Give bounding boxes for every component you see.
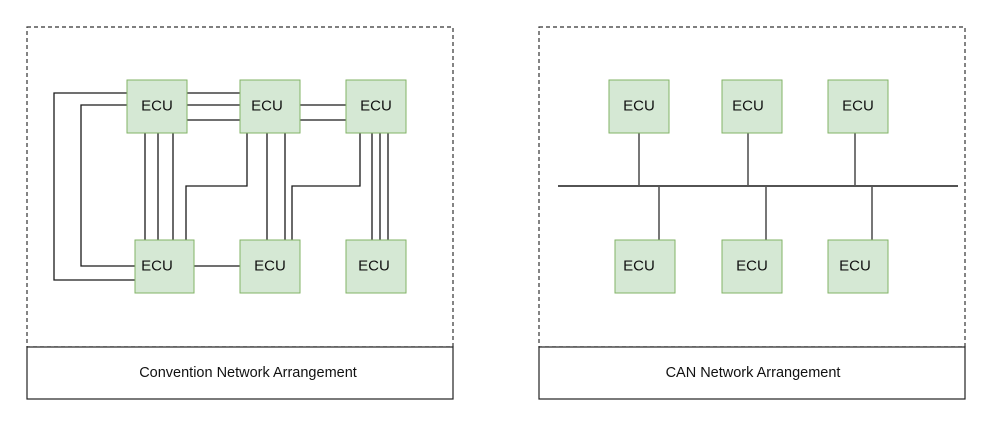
point-to-point-wiring	[53, 92, 389, 281]
ecu-node: ECU	[721, 79, 783, 134]
ecu-node: ECU	[827, 239, 889, 294]
ecu-label: ECU	[839, 257, 871, 274]
can-panel-frame	[538, 26, 966, 348]
ecu-label: ECU	[251, 97, 283, 114]
conventional-caption: Convention Network Arrangement	[139, 365, 357, 381]
ecu-label: ECU	[842, 97, 874, 114]
bus-stubs	[638, 133, 873, 240]
wire	[80, 104, 135, 267]
can-caption-box	[538, 346, 966, 400]
ecu-node: ECU	[134, 239, 195, 294]
ecu-label: ECU	[254, 257, 286, 274]
ecu-node: ECU	[608, 79, 670, 134]
ecu-node: ECU	[239, 79, 301, 134]
ecu-node: ECU	[239, 239, 301, 294]
ecu-node: ECU	[721, 239, 783, 294]
ecu-node: ECU	[345, 239, 407, 294]
ecu-node: ECU	[614, 239, 676, 294]
ecu-label: ECU	[623, 257, 655, 274]
ecu-label: ECU	[732, 97, 764, 114]
ecu-label: ECU	[360, 97, 392, 114]
wire	[185, 133, 248, 240]
ecu-label: ECU	[141, 257, 173, 274]
ecu-label: ECU	[736, 257, 768, 274]
conventional-network-panel: ECU ECU ECU ECU ECU ECU Convention Netwo…	[26, 26, 454, 400]
wire	[291, 133, 361, 240]
can-caption: CAN Network Arrangement	[666, 365, 841, 381]
ecu-label: ECU	[358, 257, 390, 274]
ecu-node: ECU	[827, 79, 889, 134]
conventional-caption-box	[26, 346, 454, 400]
wire	[53, 92, 135, 281]
ecu-label: ECU	[141, 97, 173, 114]
ecu-node: ECU	[126, 79, 188, 134]
conventional-panel-frame	[26, 26, 454, 348]
ecu-node: ECU	[345, 79, 407, 134]
ecu-label: ECU	[623, 97, 655, 114]
can-network-panel: ECU ECU ECU ECU ECU ECU CAN Network Arra…	[538, 26, 966, 400]
